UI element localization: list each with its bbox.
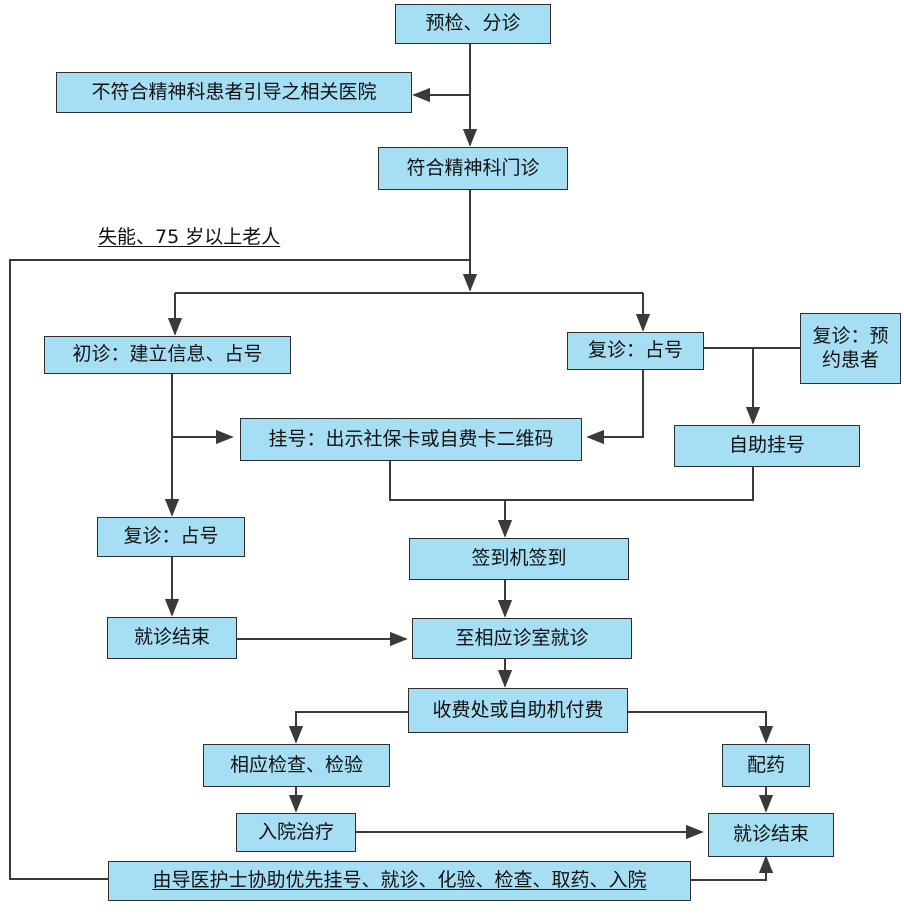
node-return-appt: 复诊：预约患者 [800,313,901,384]
node-register: 挂号：出示社保卡或自费卡二维码 [240,418,582,461]
edge-payment-to-dispense [628,711,774,744]
node-precheck: 预检、分诊 [395,4,551,44]
node-visit-end-b: 就诊结束 [708,813,834,857]
edge-return-a-to-register [586,368,644,445]
node-nurse-assist: 由导医护士协助优先挂号、就诊、化验、检查、取药、入院 [108,861,691,901]
node-not-match: 不符合精神科患者引导之相关医院 [56,72,412,113]
node-payment: 收费处或自助机付费 [408,688,628,733]
node-admit: 入院治疗 [236,813,356,852]
node-consult: 至相应诊室就诊 [412,618,632,659]
node-visit-end-a: 就诊结束 [107,617,237,659]
node-match: 符合精神科门诊 [378,147,568,190]
node-return-visit-a: 复诊：占号 [567,332,704,370]
edge-elderly-bypass [9,259,470,880]
node-exams: 相应检查、检验 [203,744,390,787]
node-dispense: 配药 [722,744,810,787]
label-elderly: 失能、75 岁以上老人 [98,226,281,248]
edge-payment-to-exams [288,711,408,744]
node-self-register: 自助挂号 [674,425,860,467]
node-return-visit-b: 复诊：占号 [97,517,245,557]
edge-nurse-to-end-b [691,855,774,881]
edge-register-to-merge [389,461,754,501]
node-first-visit: 初诊：建立信息、占号 [44,336,291,374]
node-checkin: 签到机签到 [409,538,629,580]
